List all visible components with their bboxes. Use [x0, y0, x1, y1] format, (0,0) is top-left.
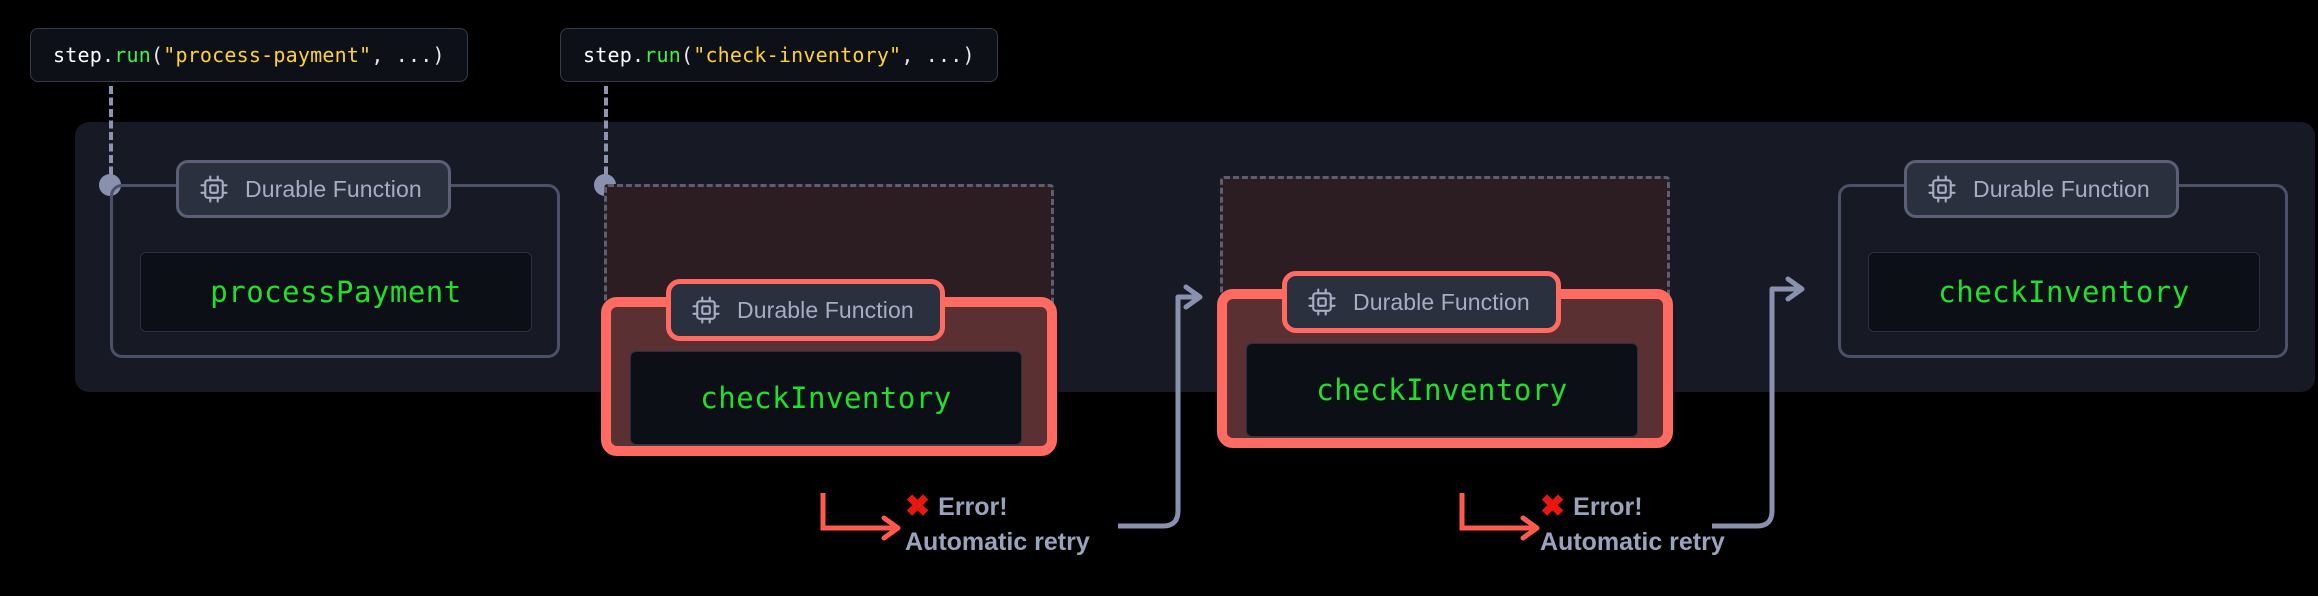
- durable-function-chip[interactable]: Durable Function: [176, 160, 451, 218]
- error-x-icon: ✖: [905, 490, 931, 523]
- code-token-arg: "process-payment": [163, 43, 372, 67]
- retry-arrowhead-red-2: [1520, 515, 1540, 541]
- code-token-paren: (: [680, 43, 694, 67]
- function-name: checkInventory: [1316, 373, 1568, 407]
- cpu-chip-icon: [692, 296, 720, 324]
- automatic-retry-label: Automatic retry: [1540, 528, 1725, 556]
- code-token-method: run: [114, 43, 151, 67]
- code-token-rest: , ...): [901, 43, 975, 67]
- error-x-icon: ✖: [1540, 490, 1566, 523]
- durable-function-chip-label: Durable Function: [737, 296, 914, 323]
- retry-arrow-red-1: [820, 493, 896, 531]
- retry-arrowhead-red-1: [881, 515, 901, 541]
- cpu-chip-icon: [1928, 175, 1956, 203]
- code-token-rest: , ...): [371, 43, 445, 67]
- durable-function-chip[interactable]: Durable Function: [1282, 271, 1561, 333]
- cpu-chip-icon: [1308, 288, 1336, 316]
- error-annotation-2: ✖ Error! Automatic retry: [1540, 492, 1725, 557]
- error-label: Error!: [1573, 492, 1643, 521]
- connector-dashed-2: [604, 86, 608, 186]
- step-check-inventory-attempt-1[interactable]: Durable Function checkInventory: [601, 184, 1057, 456]
- code-token-object: step: [53, 43, 102, 67]
- automatic-retry-label: Automatic retry: [905, 528, 1090, 556]
- durable-function-chip[interactable]: Durable Function: [666, 279, 945, 341]
- code-token-dot: .: [101, 43, 115, 67]
- error-line: ✖ Error!: [905, 492, 1090, 522]
- code-label-process-payment: step.run("process-payment", ...): [30, 28, 468, 82]
- function-code-box[interactable]: processPayment: [140, 252, 532, 332]
- step-check-inventory-success[interactable]: Durable Function checkInventory: [1838, 160, 2288, 358]
- durable-function-chip-label: Durable Function: [245, 175, 422, 202]
- error-annotation-1: ✖ Error! Automatic retry: [905, 492, 1090, 557]
- function-code-box[interactable]: checkInventory: [630, 351, 1022, 445]
- durable-function-chip-label: Durable Function: [1353, 288, 1530, 315]
- function-name: checkInventory: [1938, 275, 2190, 309]
- code-token-method: run: [644, 43, 681, 67]
- step-process-payment[interactable]: Durable Function processPayment: [110, 160, 560, 358]
- error-line: ✖ Error!: [1540, 492, 1725, 522]
- retry-arrow-red-2: [1459, 493, 1535, 531]
- cpu-chip-icon: [200, 175, 228, 203]
- function-code-box[interactable]: checkInventory: [1246, 343, 1638, 437]
- function-code-box[interactable]: checkInventory: [1868, 252, 2260, 332]
- code-label-check-inventory: step.run("check-inventory", ...): [560, 28, 998, 82]
- durable-function-chip[interactable]: Durable Function: [1904, 160, 2179, 218]
- step-check-inventory-attempt-2[interactable]: Durable Function checkInventory: [1217, 176, 1673, 448]
- error-label: Error!: [938, 492, 1008, 521]
- code-token-object: step: [583, 43, 632, 67]
- durable-function-chip-label: Durable Function: [1973, 175, 2150, 202]
- code-token-paren: (: [150, 43, 164, 67]
- connector-dashed-1: [109, 86, 113, 186]
- code-token-dot: .: [631, 43, 645, 67]
- code-token-arg: "check-inventory": [693, 43, 902, 67]
- function-name: checkInventory: [700, 381, 952, 415]
- function-name: processPayment: [210, 275, 462, 309]
